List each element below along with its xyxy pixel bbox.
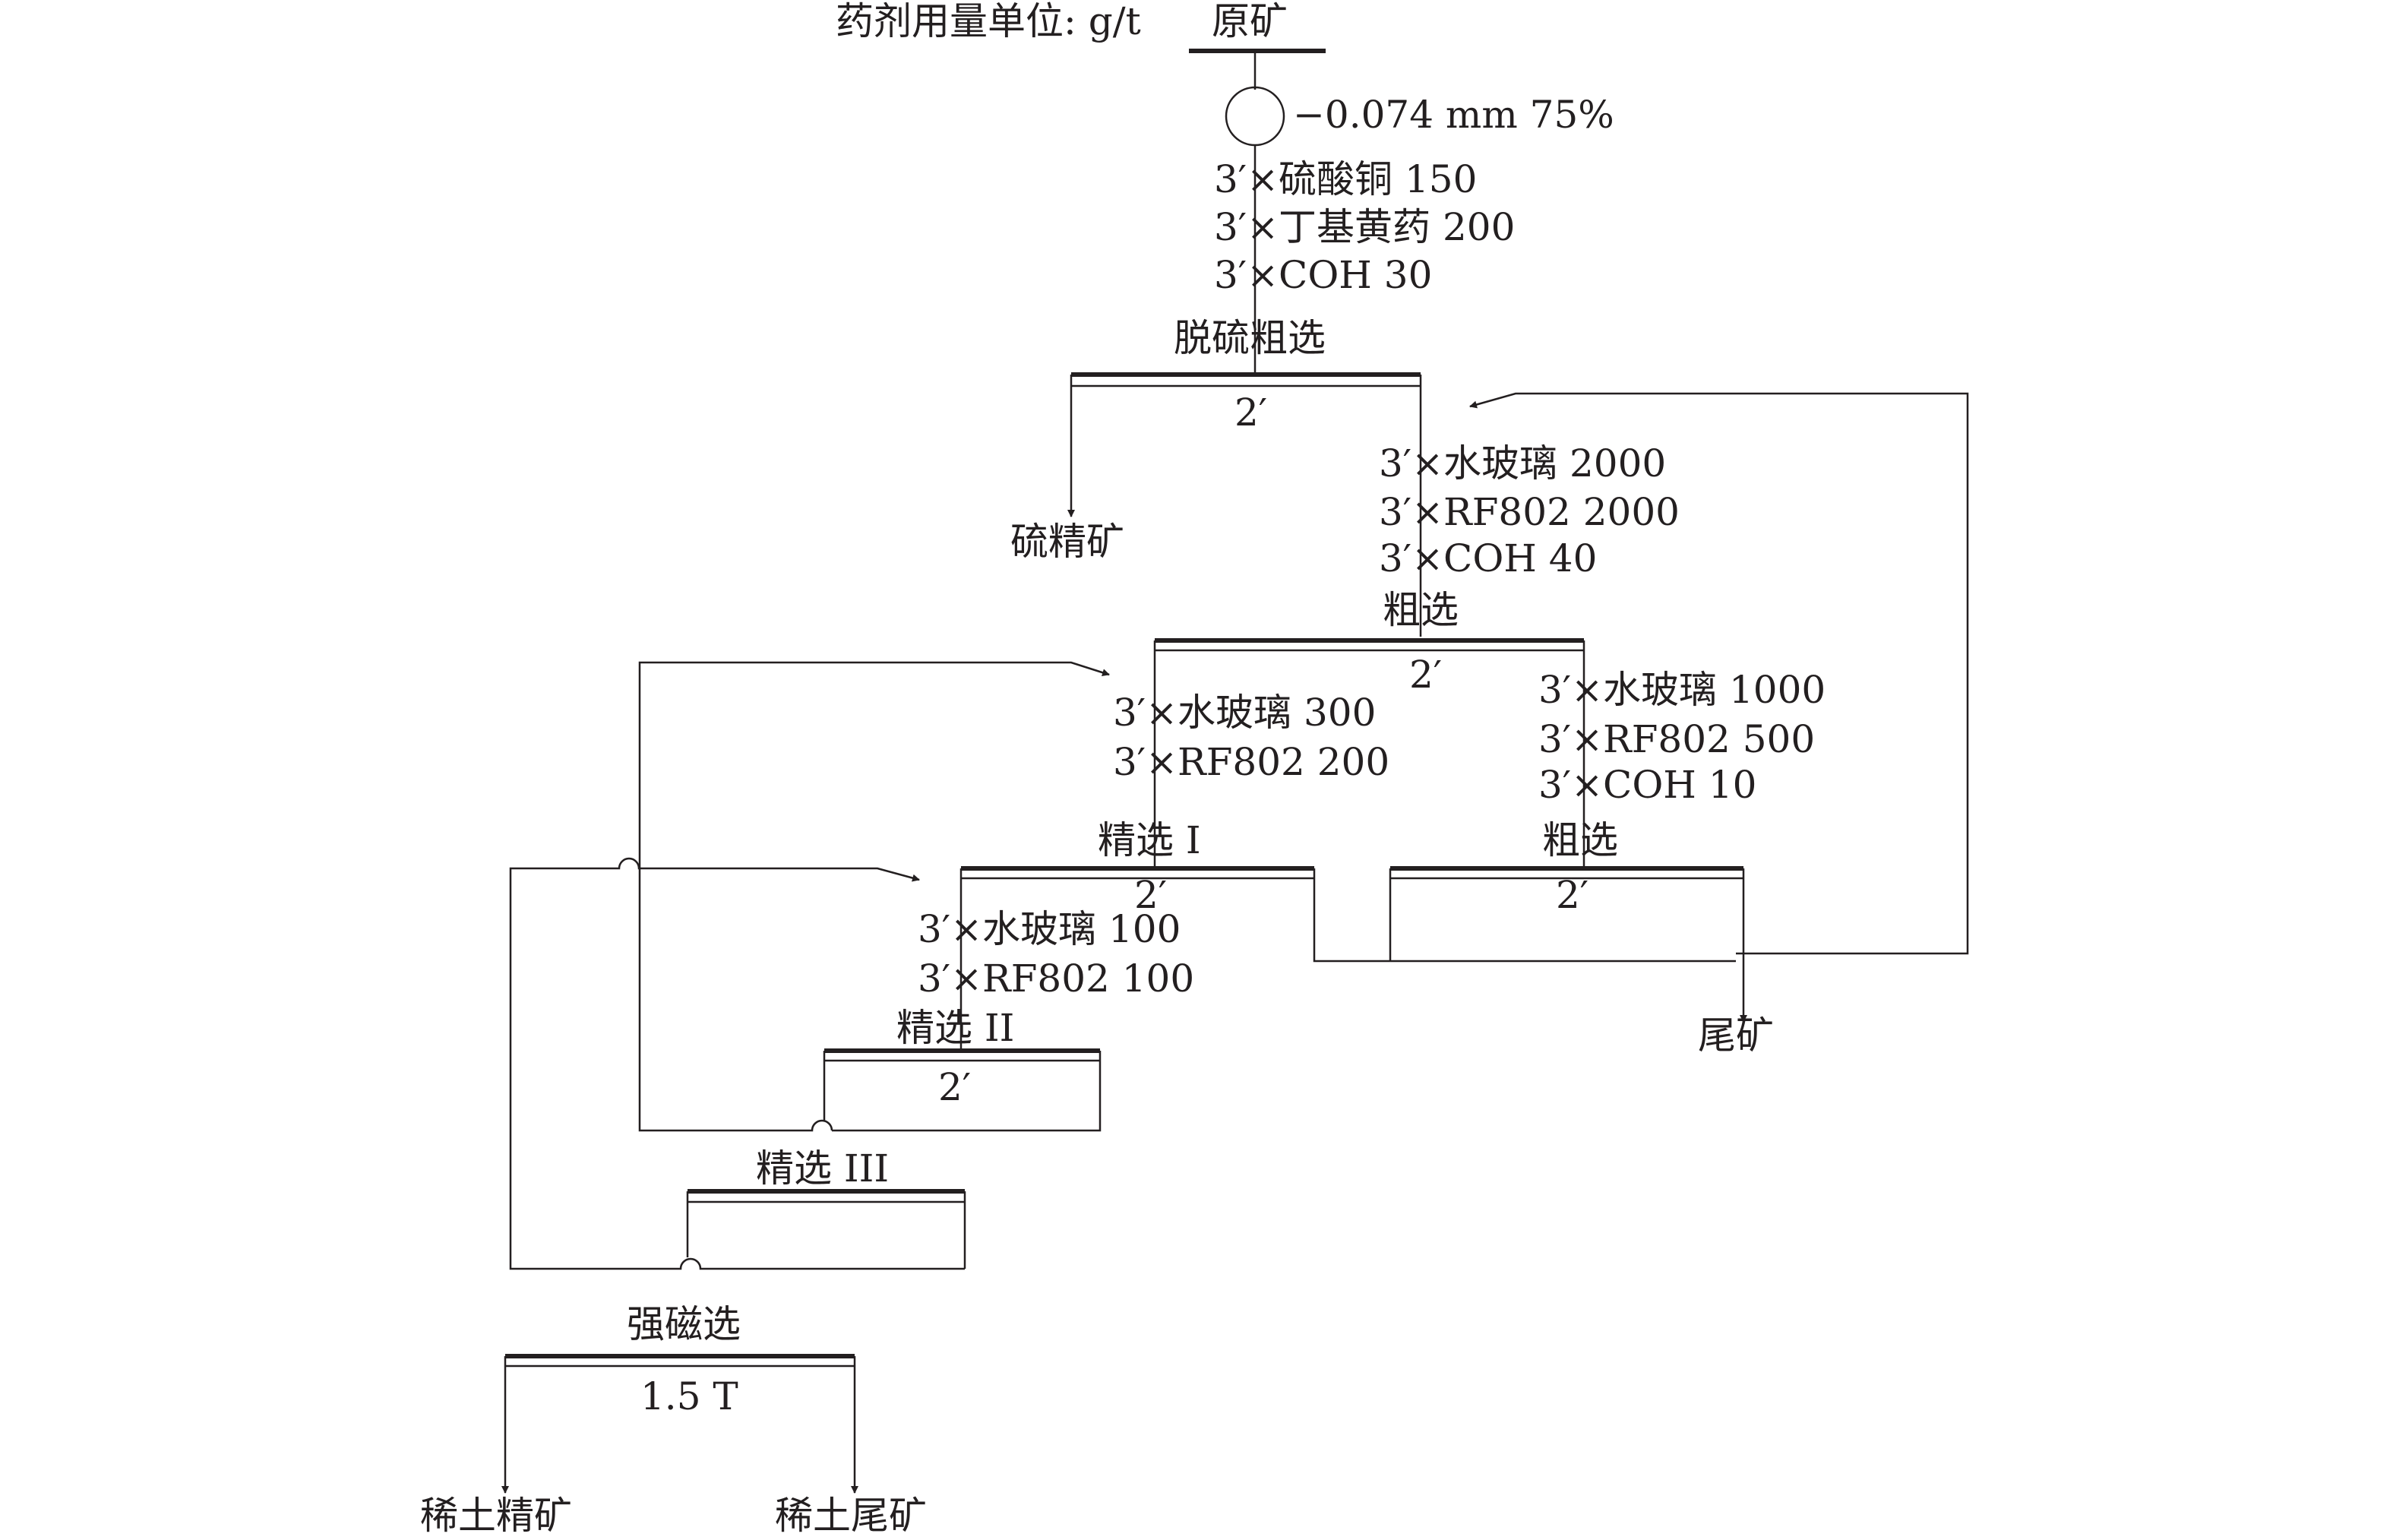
- cleaner1-reagent-1: 3′×水玻璃 300: [1113, 691, 1376, 735]
- final-tailings-label: 尾矿: [1698, 1013, 1774, 1058]
- cleaner2-label: 精选 II: [896, 1006, 1014, 1050]
- rougher1-reagent-2: 3′×RF802 2000: [1379, 490, 1680, 534]
- cleaner2-middling-return-arrow: [638, 661, 1110, 1132]
- grinding-mill-symbol: [1225, 86, 1285, 147]
- rougher1-label: 粗选: [1383, 588, 1459, 632]
- ree-tailings-label: 稀土尾矿: [775, 1494, 927, 1538]
- rougher2-label: 粗选: [1542, 818, 1618, 862]
- cleaner3-label: 精选 III: [756, 1146, 889, 1191]
- magnetic-label: 强磁选: [627, 1302, 741, 1346]
- cleaner2-reagent-2: 3′×RF802 100: [918, 957, 1194, 1001]
- cleaner1-tail-line: [1313, 868, 1736, 963]
- recycle-to-rougher-arrow: [1469, 392, 1969, 955]
- units-note: 药剂用量单位: g/t: [836, 0, 1141, 43]
- cleaner1-label: 精选 I: [1098, 818, 1201, 862]
- desulfur-reagent-1: 3′×硫酸铜 150: [1214, 157, 1477, 201]
- desulfur-rougher-label: 脱硫粗选: [1174, 316, 1326, 360]
- rougher2-reagent-2: 3′×RF802 500: [1538, 717, 1815, 761]
- raw-ore-label: 原矿: [1212, 0, 1288, 43]
- ree-concentrate-label: 稀土精矿: [420, 1494, 572, 1538]
- cleaner2-reagent-1: 3′×水玻璃 100: [918, 907, 1181, 951]
- magnetic-field: 1.5 T: [640, 1374, 738, 1418]
- cleaner3-middling-return-arrow: [509, 857, 965, 1270]
- desulfur-reagent-2: 3′×丁基黄药 200: [1214, 205, 1515, 249]
- rougher1-time: 2′: [1409, 653, 1442, 697]
- cleaner2-tail-line: [832, 1051, 1102, 1132]
- rougher2-time: 2′: [1556, 873, 1588, 917]
- rougher2-reagent-1: 3′×水玻璃 1000: [1538, 668, 1826, 712]
- grinding-fineness: −0.074 mm 75%: [1293, 93, 1614, 137]
- desulfur-reagent-3: 3′×COH 30: [1214, 253, 1432, 297]
- rougher1-reagent-1: 3′×水玻璃 2000: [1379, 441, 1666, 485]
- cleaner2-time: 2′: [938, 1065, 971, 1109]
- rougher1-reagent-3: 3′×COH 40: [1379, 536, 1597, 580]
- cleaner1-time: 2′: [1134, 873, 1167, 917]
- cleaner1-reagent-2: 3′×RF802 200: [1113, 740, 1389, 784]
- desulfur-time: 2′: [1234, 391, 1267, 435]
- sulfur-concentrate-label: 硫精矿: [1010, 520, 1124, 564]
- rougher2-reagent-3: 3′×COH 10: [1538, 763, 1756, 807]
